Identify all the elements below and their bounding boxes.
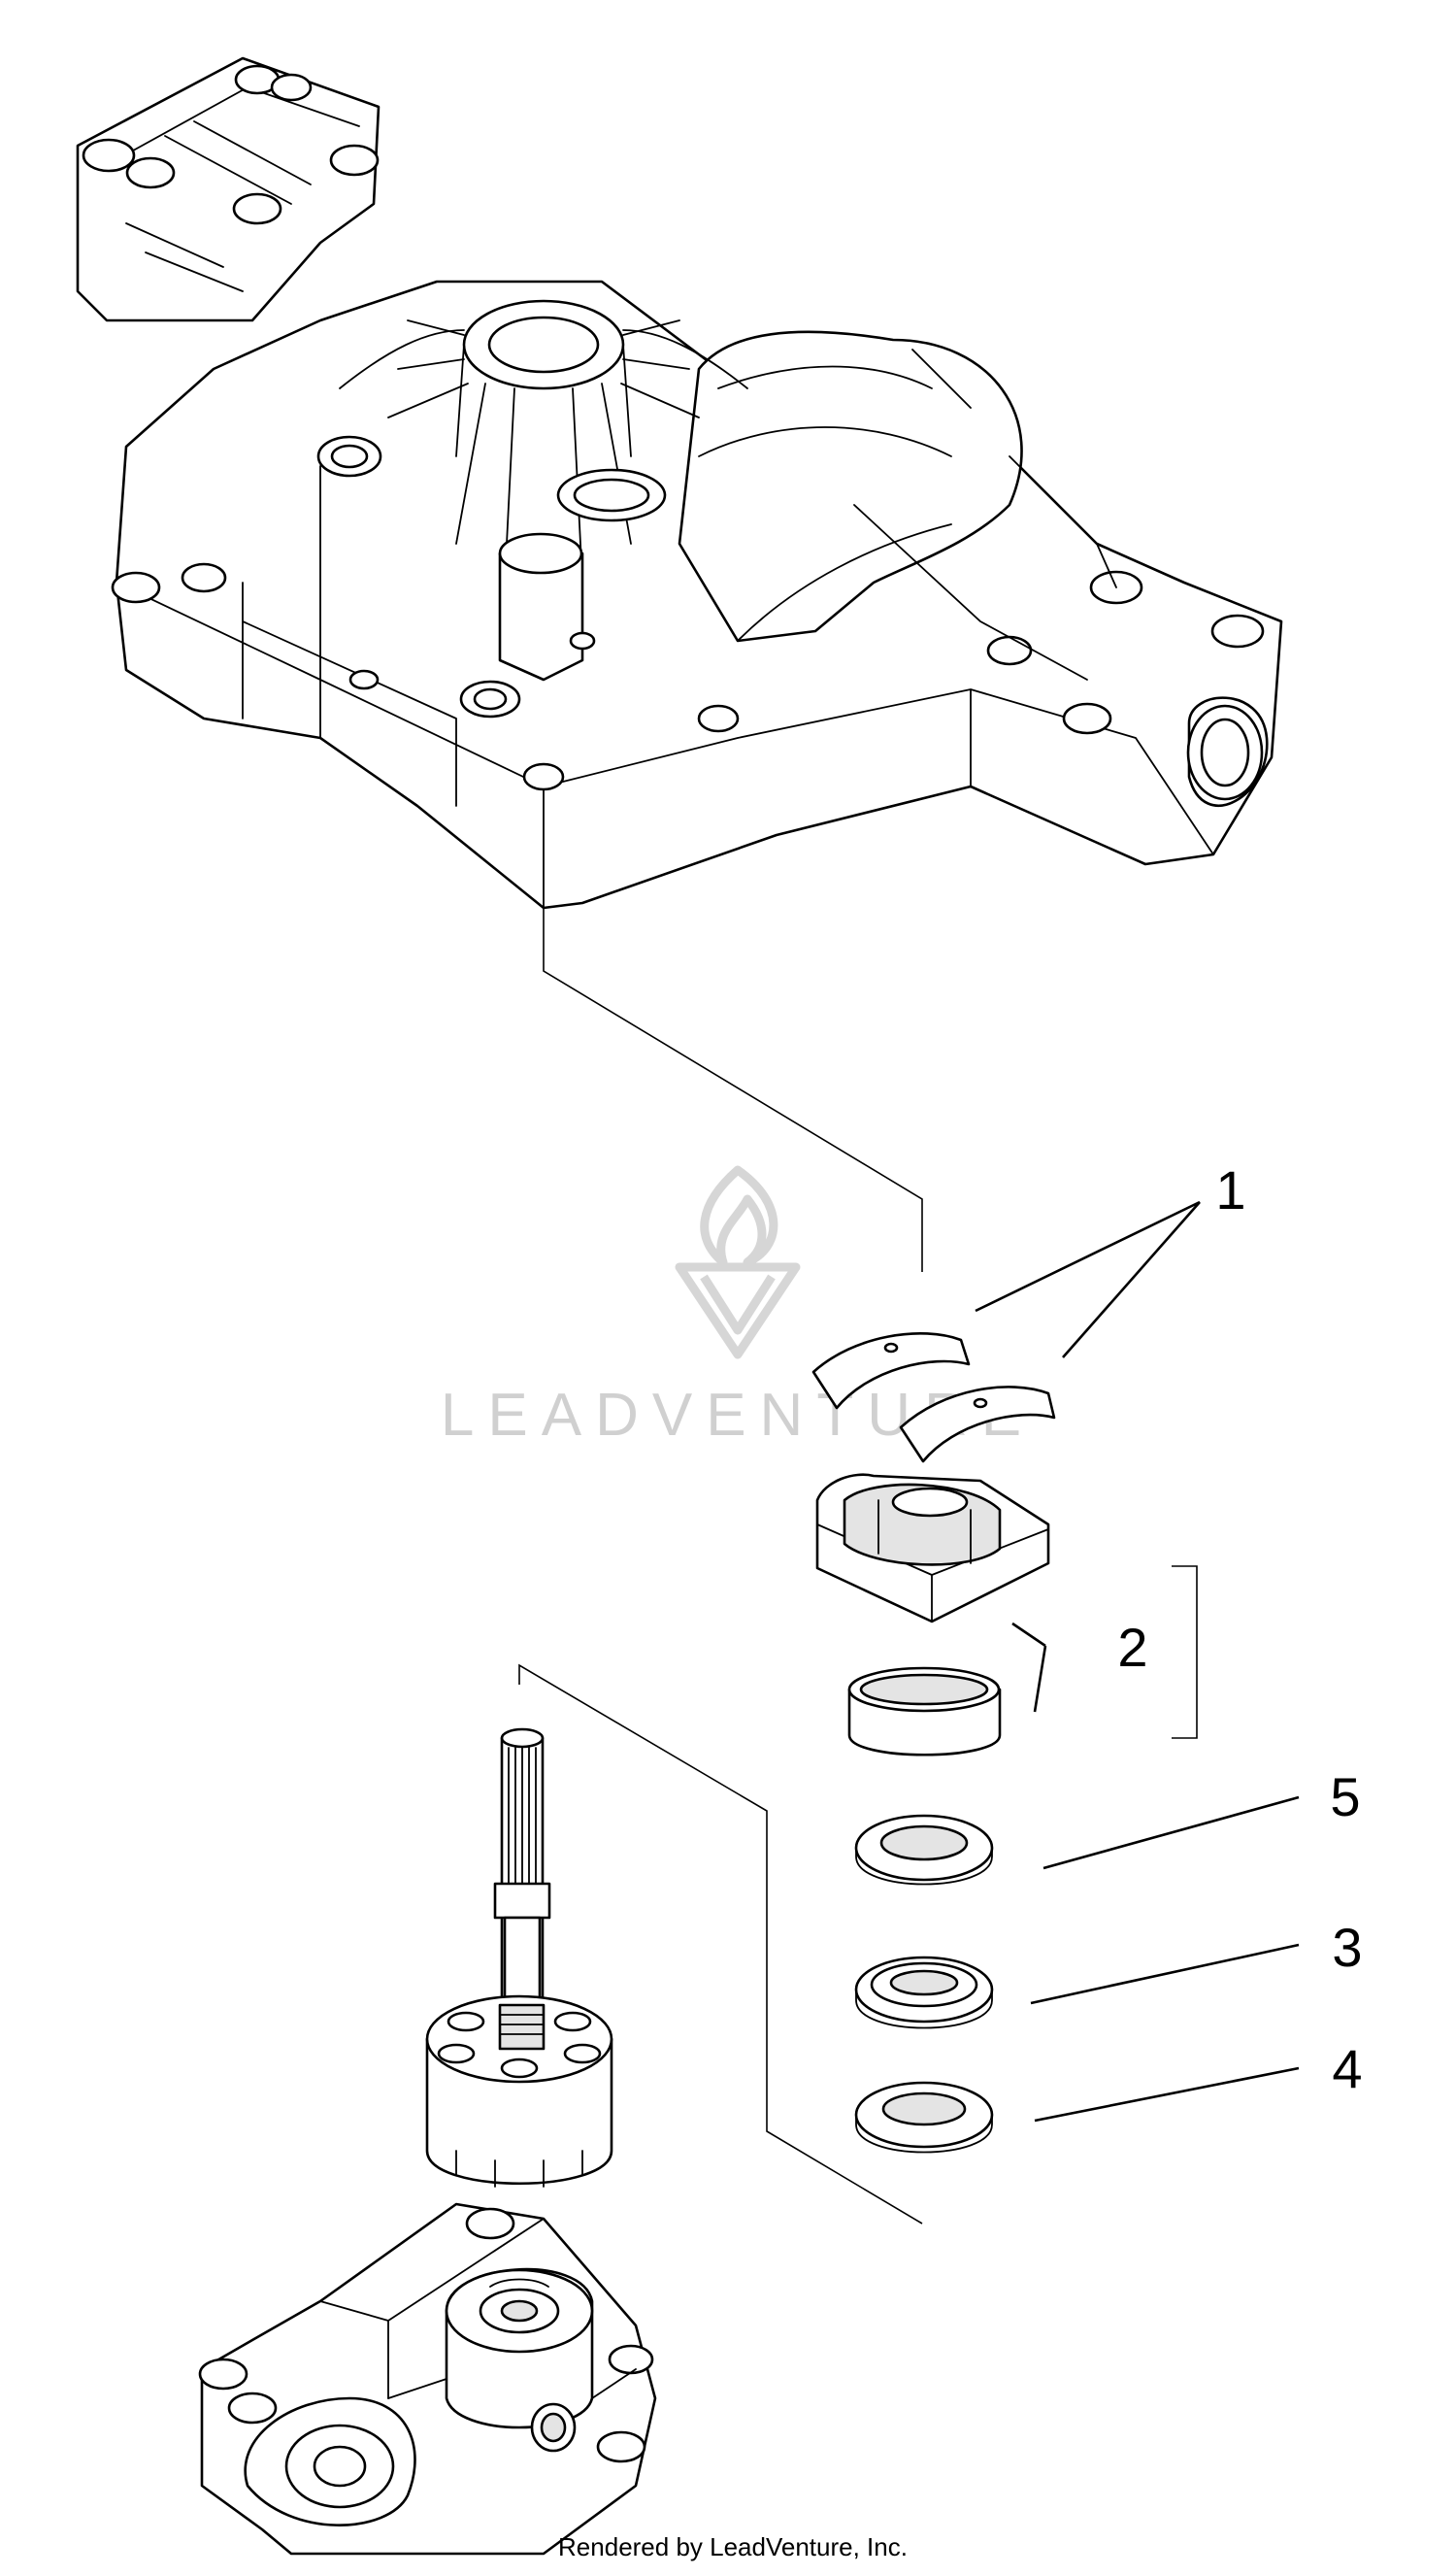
part-3-thrust-bearing bbox=[854, 1956, 994, 2029]
callout-1: 1 bbox=[1215, 1159, 1245, 1221]
callout-2: 2 bbox=[1117, 1617, 1147, 1678]
callout-4: 4 bbox=[1332, 2038, 1362, 2099]
part-1-bearing-halves bbox=[811, 1332, 1056, 1463]
callout-labels: 1 2 5 3 4 bbox=[1117, 1159, 1362, 2099]
part-5-washer bbox=[854, 1814, 994, 1886]
callout-leaders bbox=[975, 1200, 1300, 2123]
shaft-and-cylinder-block bbox=[425, 1663, 923, 2225]
part-4-washer bbox=[854, 2081, 994, 2154]
lower-center-section bbox=[198, 2202, 657, 2556]
footer-credit: Rendered by LeadVenture, Inc. bbox=[558, 2532, 908, 2561]
flame-logo-icon bbox=[675, 1165, 801, 1359]
callout-3: 3 bbox=[1332, 1917, 1362, 1978]
callout-5: 5 bbox=[1330, 1766, 1360, 1827]
upper-housing bbox=[76, 56, 1283, 1272]
part-2-swashplate-assembly bbox=[815, 1473, 1050, 1756]
